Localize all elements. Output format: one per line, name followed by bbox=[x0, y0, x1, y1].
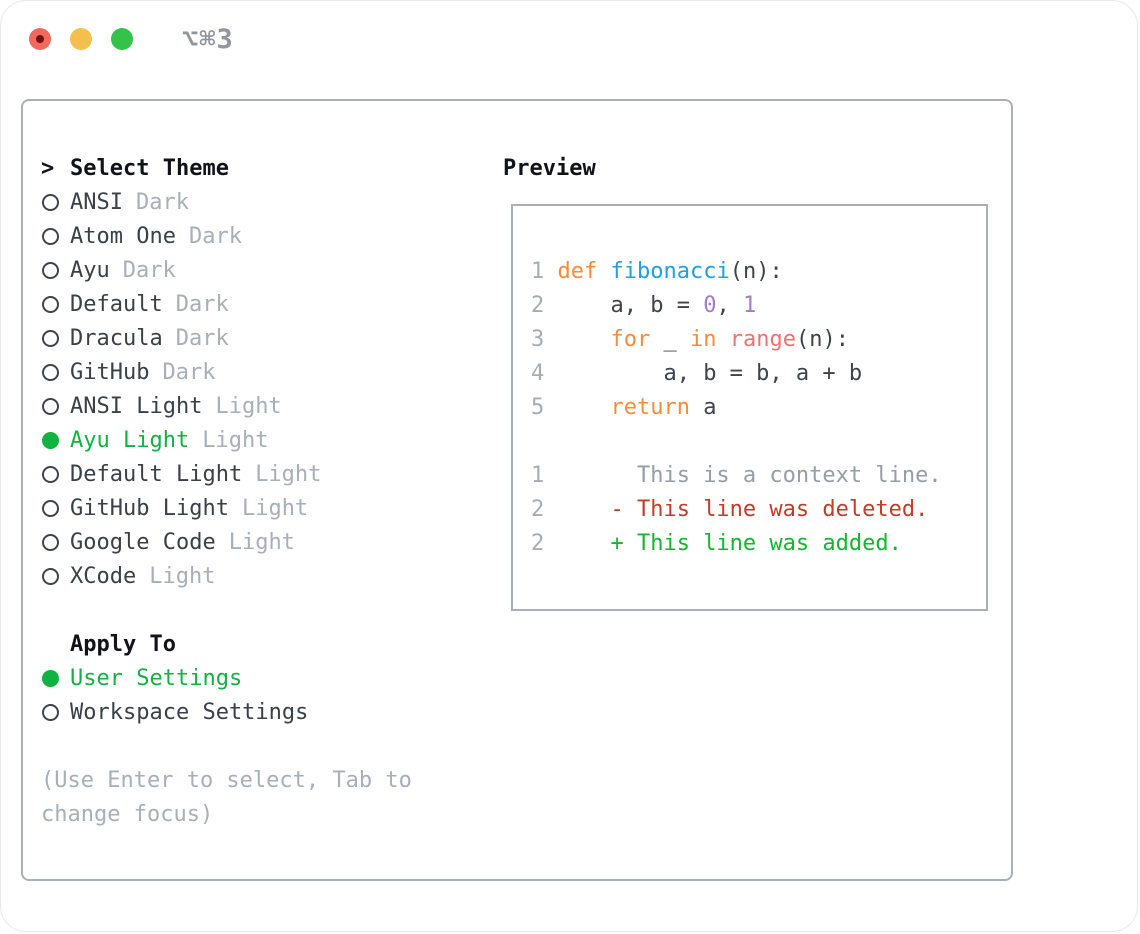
option-label: User Settings bbox=[70, 665, 243, 691]
option-label: GitHub Light bbox=[70, 495, 229, 521]
radio-icon bbox=[41, 329, 70, 347]
option-variant: Dark bbox=[175, 325, 229, 351]
option-label: Default bbox=[70, 291, 163, 317]
radio-icon bbox=[41, 465, 70, 483]
option-variant: Light bbox=[149, 563, 216, 589]
code-line: 1 def fibonacci(n): bbox=[531, 259, 783, 284]
theme-option[interactable]: Google Code Light bbox=[41, 525, 412, 559]
radio-icon bbox=[41, 533, 70, 551]
cursor-caret-icon: > bbox=[41, 155, 55, 181]
apply-to-title: Apply To bbox=[70, 631, 176, 657]
radio-icon bbox=[41, 227, 70, 245]
apply-option[interactable]: Workspace Settings bbox=[41, 695, 412, 729]
option-variant: Dark bbox=[162, 359, 216, 385]
option-label: ANSI bbox=[70, 189, 123, 215]
code-line: 2 + This line was added. bbox=[531, 531, 902, 556]
option-variant: Dark bbox=[188, 223, 242, 249]
radio-icon bbox=[41, 193, 70, 211]
spacer-row bbox=[41, 729, 412, 763]
option-label: Atom One bbox=[70, 223, 176, 249]
theme-option[interactable]: GitHub Light Light bbox=[41, 491, 412, 525]
radio-icon bbox=[41, 363, 70, 381]
radio-selected-icon bbox=[41, 431, 70, 449]
code-preview: 1 def fibonacci(n): 2 a, b = 0, 1 3 for _ … bbox=[513, 206, 986, 561]
theme-option[interactable]: ANSI Light Light bbox=[41, 389, 412, 423]
code-line: 1 This is a context line. bbox=[531, 463, 942, 488]
option-label: Workspace Settings bbox=[70, 699, 309, 725]
code-line: 3 for _ in range(n): bbox=[531, 327, 849, 352]
option-label: GitHub bbox=[70, 359, 150, 385]
code-line: 4 a, b = b, a + b bbox=[531, 361, 863, 386]
zoom-button[interactable] bbox=[111, 28, 133, 50]
keyboard-hint: (Use Enter to select, Tab to change focus… bbox=[41, 763, 412, 831]
code-line: 2 a, b = 0, 1 bbox=[531, 293, 757, 318]
radio-selected-icon bbox=[41, 669, 70, 687]
minimize-button[interactable] bbox=[70, 28, 92, 50]
option-variant: Dark bbox=[135, 189, 189, 215]
theme-option[interactable]: Atom One Dark bbox=[41, 219, 412, 253]
option-variant: Light bbox=[202, 427, 269, 453]
option-label: Dracula bbox=[70, 325, 163, 351]
option-label: Google Code bbox=[70, 529, 216, 555]
option-variant: Dark bbox=[175, 291, 229, 317]
window-title: ⌥⌘3 bbox=[182, 23, 234, 55]
option-label: XCode bbox=[70, 563, 137, 589]
theme-option[interactable]: Dracula Dark bbox=[41, 321, 412, 355]
titlebar: ⌥⌘3 bbox=[29, 24, 234, 55]
radio-icon bbox=[41, 703, 70, 721]
select-theme-header: > Select Theme bbox=[41, 151, 412, 185]
preview-box: 1 def fibonacci(n): 2 a, b = 0, 1 3 for _ … bbox=[511, 204, 988, 611]
option-label: Ayu bbox=[70, 257, 110, 283]
select-theme-title: Select Theme bbox=[70, 155, 229, 181]
radio-icon bbox=[41, 261, 70, 279]
option-variant: Light bbox=[241, 495, 309, 521]
theme-option[interactable]: Ayu Dark bbox=[41, 253, 412, 287]
code-line bbox=[531, 425, 986, 459]
theme-option[interactable]: ANSI Dark bbox=[41, 185, 412, 219]
radio-icon bbox=[41, 499, 70, 517]
radio-icon bbox=[41, 295, 70, 313]
option-label: Ayu Light bbox=[70, 427, 190, 453]
radio-icon bbox=[41, 567, 70, 585]
hint-line: change focus) bbox=[41, 801, 214, 827]
theme-option[interactable]: Ayu Light Light bbox=[41, 423, 412, 457]
hint-line: (Use Enter to select, Tab to bbox=[41, 767, 412, 793]
preview-title: Preview bbox=[503, 155, 596, 181]
option-label: ANSI Light bbox=[70, 393, 203, 419]
radio-icon bbox=[41, 397, 70, 415]
apply-to-header: Apply To bbox=[41, 627, 412, 661]
close-button[interactable] bbox=[29, 28, 51, 50]
spacer-row bbox=[41, 593, 412, 627]
theme-option[interactable]: GitHub Dark bbox=[41, 355, 412, 389]
option-label: Default Light bbox=[70, 461, 243, 487]
option-variant: Light bbox=[228, 529, 295, 555]
code-line: 2 - This line was deleted. bbox=[531, 497, 929, 522]
option-variant: Dark bbox=[122, 257, 176, 283]
theme-option[interactable]: Default Dark bbox=[41, 287, 412, 321]
code-line: 5 return a bbox=[531, 395, 717, 420]
option-variant: Light bbox=[215, 393, 282, 419]
theme-option[interactable]: Default Light Light bbox=[41, 457, 412, 491]
option-variant: Light bbox=[255, 461, 322, 487]
theme-option[interactable]: XCode Light bbox=[41, 559, 412, 593]
apply-option[interactable]: User Settings bbox=[41, 661, 412, 695]
